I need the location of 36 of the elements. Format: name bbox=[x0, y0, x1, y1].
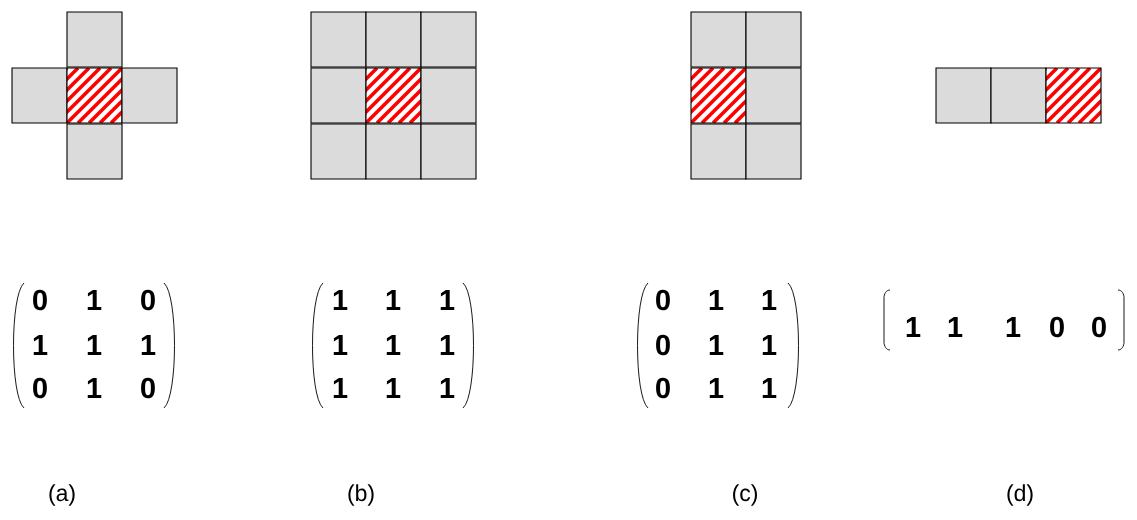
matrix-entry: 1 bbox=[141, 335, 156, 355]
matrix-entry: 1 bbox=[762, 290, 777, 310]
matrix-entry: 1 bbox=[386, 290, 401, 310]
matrix-entry: 0 bbox=[33, 289, 47, 311]
matrix-entry: 0 bbox=[1050, 316, 1064, 338]
matrix-entry: 1 bbox=[33, 335, 48, 355]
matrix-entry: 1 bbox=[906, 317, 921, 337]
panel-label: (d) bbox=[1007, 484, 1033, 506]
matrix-entry: 0 bbox=[656, 289, 670, 311]
matrix-entry: 1 bbox=[948, 317, 963, 337]
matrix-entry: 0 bbox=[656, 377, 670, 399]
matrix-entry: 1 bbox=[709, 335, 724, 355]
matrix-entry: 1 bbox=[333, 378, 348, 398]
matrix-entry: 0 bbox=[141, 377, 155, 399]
matrix-entry: 0 bbox=[1092, 316, 1106, 338]
panel-label: (a) bbox=[49, 484, 75, 506]
matrix-entry: 1 bbox=[386, 378, 401, 398]
matrix-entry: 1 bbox=[333, 335, 348, 355]
matrix-entry: 1 bbox=[440, 378, 455, 398]
matrix-entry: 1 bbox=[333, 290, 348, 310]
matrix-entry: 1 bbox=[87, 290, 102, 310]
matrix-entry: 1 bbox=[440, 335, 455, 355]
panel-label: (b) bbox=[348, 484, 374, 506]
matrix-entry: 1 bbox=[762, 378, 777, 398]
matrix-entry: 0 bbox=[656, 334, 670, 356]
matrix-entry: 1 bbox=[709, 290, 724, 310]
matrix-entry: 1 bbox=[87, 378, 102, 398]
matrix-entry: 1 bbox=[386, 335, 401, 355]
matrix-entry: 0 bbox=[33, 377, 47, 399]
panel-label: (c) bbox=[733, 484, 757, 506]
matrix-entry: 0 bbox=[141, 289, 155, 311]
matrix-entry: 1 bbox=[87, 335, 102, 355]
matrix-entry: 1 bbox=[762, 335, 777, 355]
matrix-entry: 1 bbox=[1006, 317, 1021, 337]
matrix-entry: 1 bbox=[709, 378, 724, 398]
matrix-entry: 1 bbox=[440, 290, 455, 310]
